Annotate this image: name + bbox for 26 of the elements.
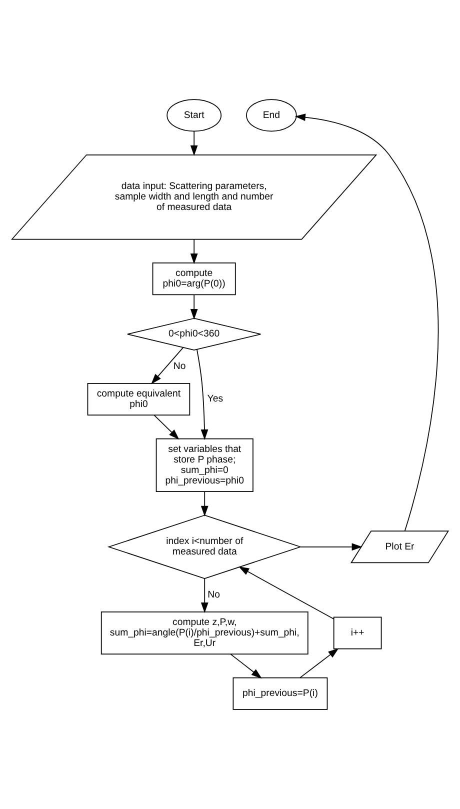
node-box: compute phi0=arg(P(0)) [152,262,236,296]
arrow [200,491,208,516]
arrow [190,130,198,156]
node-box: compute z,P,w, sum_phi=angle(P(i)/phi_previous)+sum_phi, Er,Ur [100,611,308,655]
arrow [230,654,262,679]
node-box: set variables that store P phase; sum_phi=0 phi_previous=phi0 [156,438,254,492]
node-diamond: index i<number of measured data [107,514,302,579]
node-ellipse: End [246,99,297,132]
edge-label: Yes [207,394,224,405]
edge-label: No [173,361,186,372]
edge-label: No [208,590,220,601]
arrow [300,543,362,551]
node-box: i++ [333,616,382,650]
arrow [294,114,439,532]
arrow [190,294,198,320]
node-ellipse: Start [166,99,222,132]
arrow [300,648,339,678]
node-box: phi_previous=P(i) [232,677,328,710]
arrow [151,347,184,384]
arrow [238,566,334,620]
node-box: compute equivalent phi0 [87,382,190,416]
arrow [196,348,208,440]
arrow [154,414,180,440]
arrow [200,578,208,614]
node-diamond: 0<phi0<360 [127,318,262,350]
arrow [190,238,198,264]
